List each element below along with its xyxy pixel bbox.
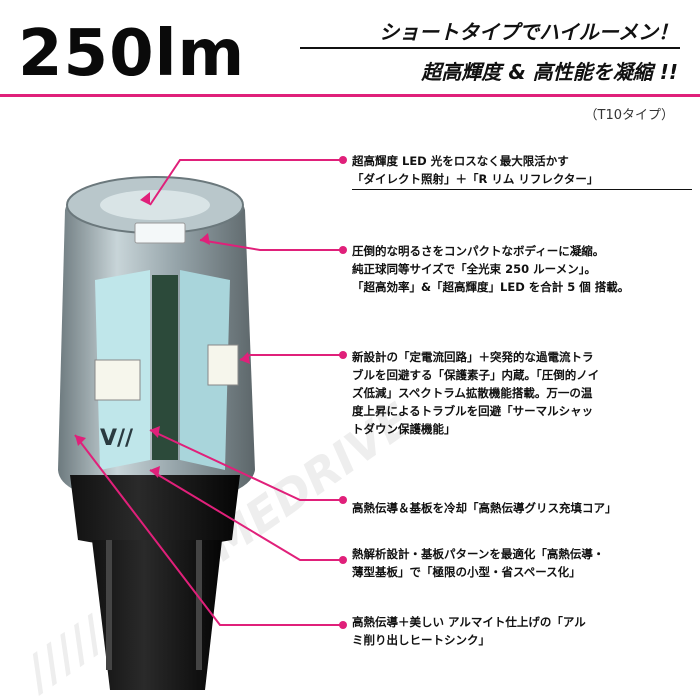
annotation-line: 高熱伝導＆基板を冷却「高熱伝導グリス充填コア」	[352, 501, 617, 515]
annotation-grease-core: 高熱伝導＆基板を冷却「高熱伝導グリス充填コア」	[352, 499, 692, 517]
annotation-line: トダウン保護機能」	[352, 422, 456, 436]
type-label: （T10タイプ）	[584, 108, 674, 123]
annotation-circuit: 新設計の「定電流回路」＋突発的な過電流トラ ブルを回避する「保護素子」内蔵。「圧…	[352, 348, 692, 438]
tagline-underline	[300, 47, 680, 49]
side-led-chip-right	[207, 344, 239, 386]
tagline-1: ショートタイプでハイルーメン！	[379, 20, 678, 44]
annotation-line: 熱解析設計・基板パターンを最適化「高熱伝導・	[352, 547, 605, 561]
annotation-line: 純正球同等サイズで「全光束 250 ルーメン」。	[352, 262, 596, 276]
annotation-line: 薄型基板」で「極限の小型・省スペース化」	[352, 565, 581, 579]
annotation-heatsink: 高熱伝導＋美しい アルマイト仕上げの「アル ミ削り出しヒートシンク」	[352, 613, 692, 649]
side-led-chip-left	[94, 359, 141, 401]
led-bulb-illustration: V//	[58, 176, 255, 690]
annotation-line: ブルを回避する「保護素子」内蔵。「圧倒的ノイ	[352, 368, 600, 382]
annotation-line: 「超高効率」&「超高輝度」LED を合計 5 個 搭載。	[352, 280, 630, 294]
annotation-line: 度上昇によるトラブルを回避「サーマルシャッ	[352, 404, 594, 418]
tagline-2: 超高輝度 & 高性能を凝縮 !!	[421, 60, 678, 84]
annotation-reflector: 超高輝度 LED 光をロスなく最大限活かす 「ダイレクト照射」＋「R リム リフ…	[352, 152, 692, 190]
lumen-headline: 250lm	[18, 17, 246, 91]
top-led-chip	[134, 222, 186, 244]
accent-rule	[0, 94, 700, 97]
annotation-line: ミ削り出しヒートシンク」	[352, 633, 490, 647]
annotation-brightness: 圧倒的な明るさをコンパクトなボディーに凝縮。 純正球同等サイズで「全光束 250…	[352, 242, 692, 296]
annotation-thin-board: 熱解析設計・基板パターンを最適化「高熱伝導・ 薄型基板」で「極限の小型・省スペー…	[352, 545, 692, 581]
svg-text:V//: V//	[100, 426, 134, 451]
annotation-line: 高熱伝導＋美しい アルマイト仕上げの「アル	[352, 615, 586, 629]
annotation-line: 「ダイレクト照射」＋「R リム リフレクター」	[352, 170, 692, 190]
annotation-line: 新設計の「定電流回路」＋突発的な過電流トラ	[352, 350, 594, 364]
annotation-line: 圧倒的な明るさをコンパクトなボディーに凝縮。	[352, 244, 605, 258]
annotation-line: ズ低減」スペクトラム拡散機能搭載。万一の温	[352, 386, 593, 400]
annotation-line: 超高輝度 LED 光をロスなく最大限活かす	[352, 154, 569, 168]
